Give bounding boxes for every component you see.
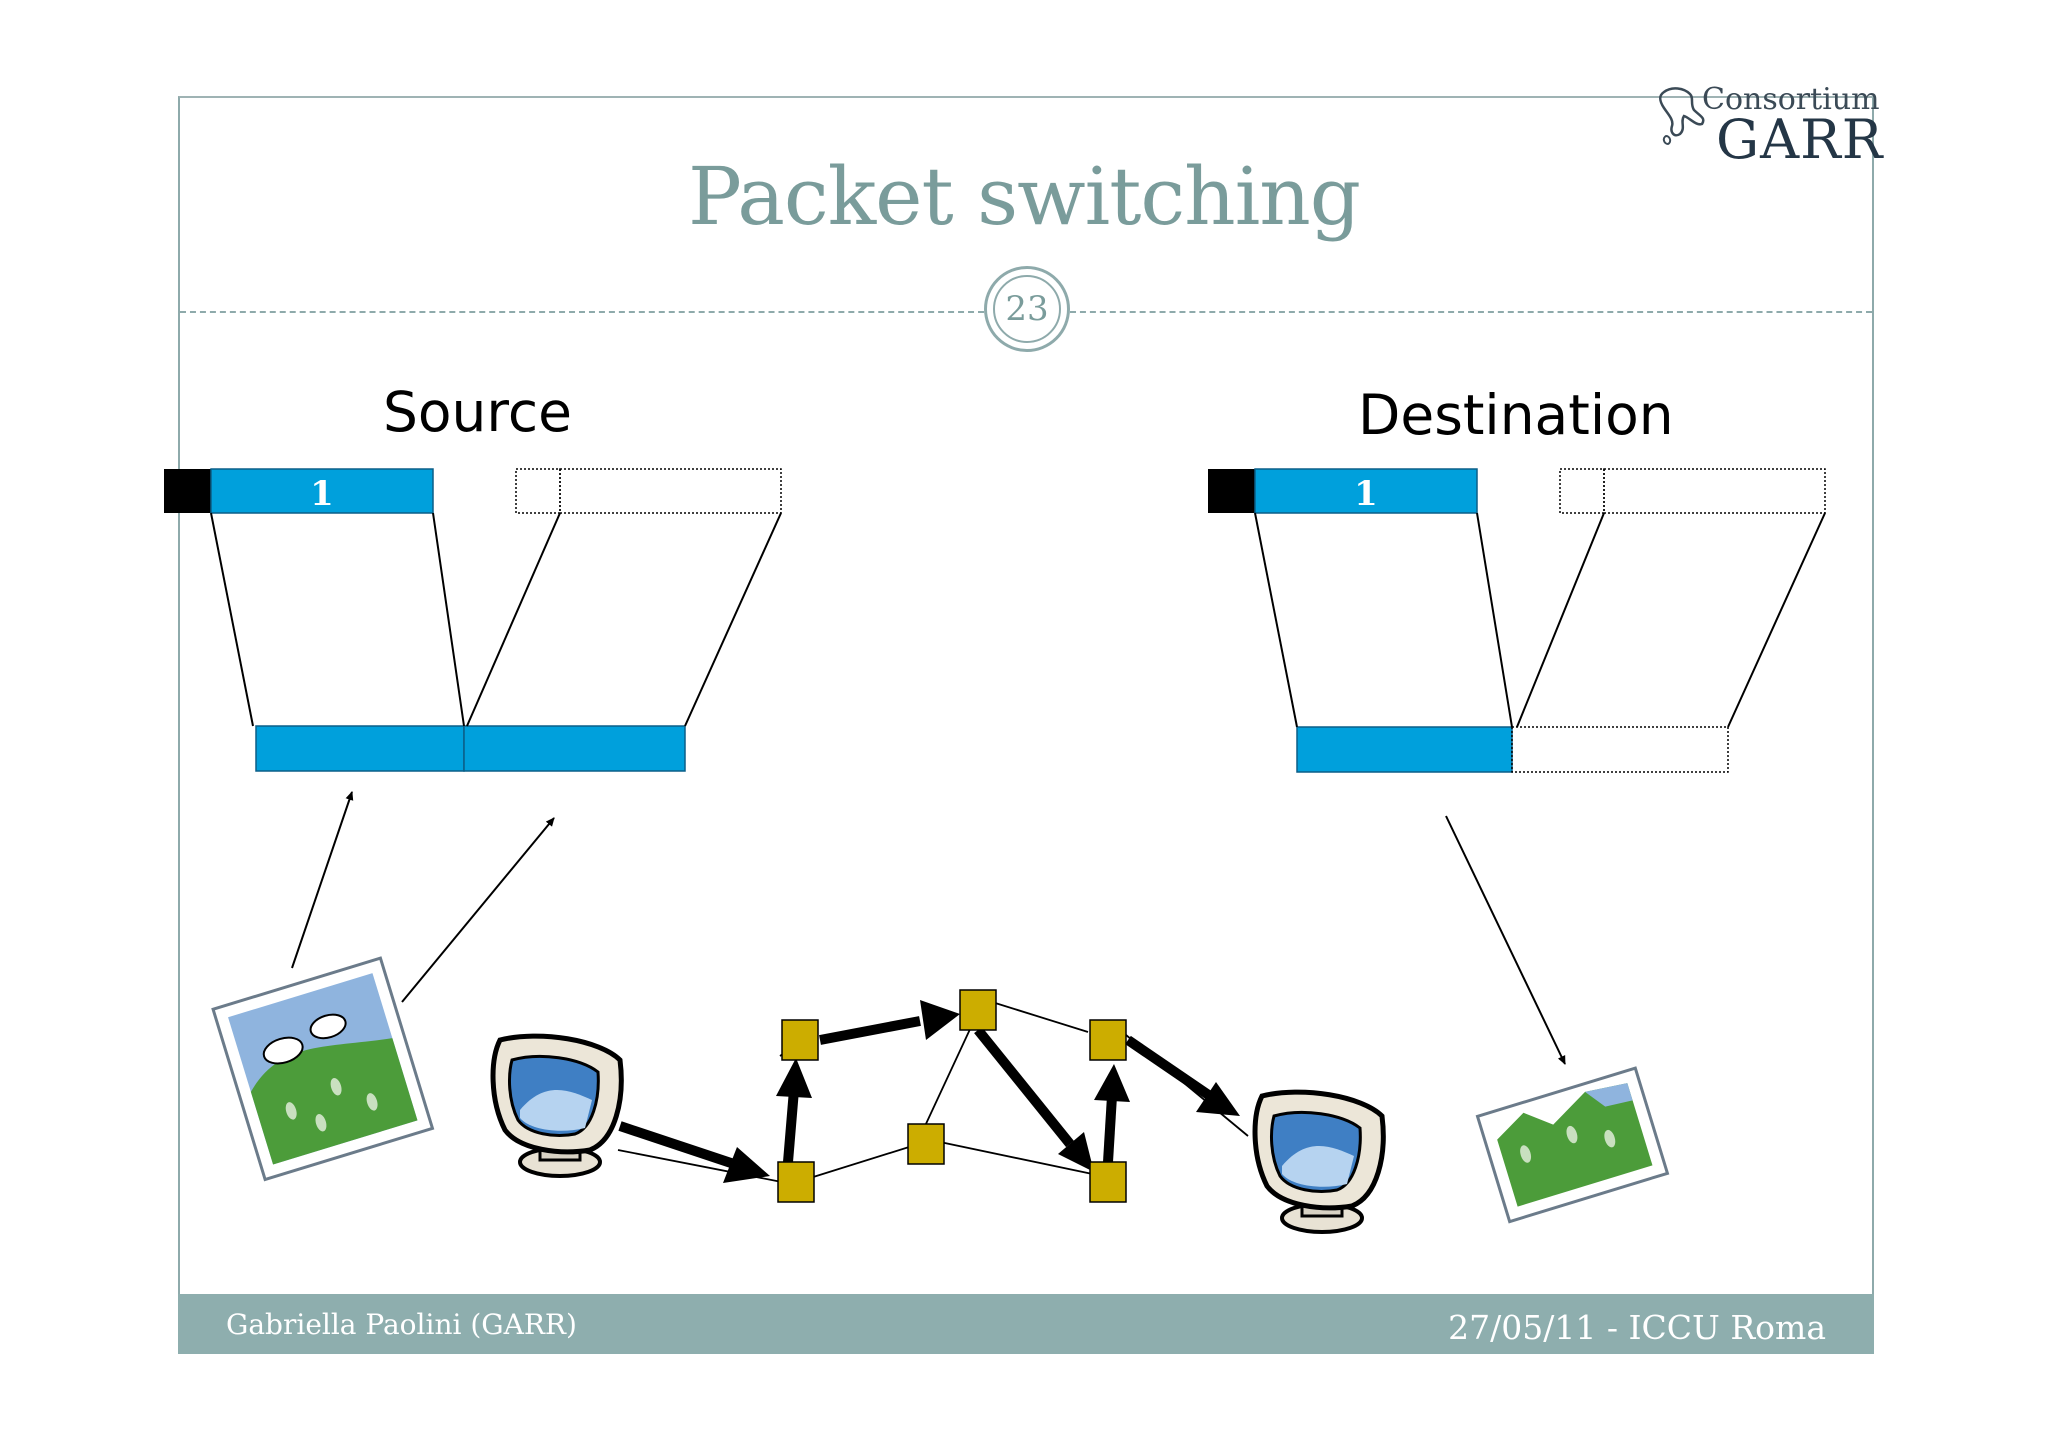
logo-garr-text: GARR bbox=[1716, 108, 1884, 171]
footer-date-place: 27/05/11 - ICCU Roma bbox=[1448, 1308, 1826, 1347]
garr-logo: Consortium GARR bbox=[1650, 82, 1890, 171]
source-packet-header bbox=[164, 469, 211, 513]
destination-empty-packet bbox=[1559, 468, 1826, 514]
destination-picture-icon bbox=[1475, 1066, 1670, 1224]
router-4 bbox=[907, 1123, 945, 1165]
destination-computer-icon bbox=[1252, 1089, 1386, 1234]
fragment-to-destination-picture-arrow bbox=[1445, 815, 1566, 1065]
router-3 bbox=[959, 989, 997, 1031]
source-empty-body bbox=[559, 468, 782, 514]
destination-packet-body bbox=[1254, 468, 1478, 514]
page-number: 23 bbox=[993, 275, 1061, 343]
source-packet-number: 1 bbox=[310, 474, 334, 514]
source-fragment-2 bbox=[463, 725, 686, 772]
destination-label: Destination bbox=[1358, 383, 1674, 447]
footer-author: Gabriella Paolini (GARR) bbox=[226, 1308, 577, 1341]
logo-consortium-text: Consortium bbox=[1702, 82, 1880, 117]
source-empty-packet bbox=[515, 468, 782, 514]
title-divider-left bbox=[180, 311, 984, 313]
source-picture-icon bbox=[211, 956, 435, 1182]
router-2 bbox=[781, 1019, 819, 1061]
picture-arrows bbox=[291, 791, 1566, 1065]
destination-packet: 1 bbox=[1208, 468, 1478, 514]
page-number-badge: 23 bbox=[984, 266, 1070, 352]
network-routers bbox=[777, 989, 1127, 1203]
destination-empty-header bbox=[1559, 468, 1605, 514]
destination-fragment-2-missing bbox=[1511, 726, 1729, 773]
source-expansion-lines bbox=[210, 512, 782, 727]
source-empty-header bbox=[515, 468, 561, 514]
picture-to-fragment2-arrow bbox=[401, 817, 555, 1003]
packet-route-arrows bbox=[618, 1000, 1240, 1183]
picture-to-fragment1-arrow bbox=[291, 791, 354, 969]
source-label: Source bbox=[383, 380, 572, 444]
title-divider-right bbox=[1070, 311, 1872, 313]
destination-packet-number: 1 bbox=[1354, 474, 1378, 514]
source-computer-icon bbox=[490, 1033, 624, 1178]
destination-empty-body bbox=[1603, 468, 1826, 514]
slide-footer: Gabriella Paolini (GARR) 27/05/11 - ICCU… bbox=[178, 1294, 1874, 1354]
destination-fragment-1 bbox=[1296, 726, 1513, 773]
destination-packet-header bbox=[1208, 469, 1255, 513]
router-5 bbox=[1089, 1019, 1127, 1061]
destination-expansion-lines bbox=[1254, 512, 1826, 728]
destination-packet-stack bbox=[1296, 726, 1729, 773]
italy-map-icon bbox=[1659, 87, 1705, 146]
source-packet-stack bbox=[255, 725, 686, 772]
source-fragment-1 bbox=[255, 725, 465, 772]
router-1 bbox=[777, 1161, 815, 1203]
source-packet-body bbox=[210, 468, 434, 514]
router-6 bbox=[1089, 1161, 1127, 1203]
source-packet: 1 bbox=[164, 468, 434, 514]
slide-title: Packet switching bbox=[687, 150, 1361, 243]
